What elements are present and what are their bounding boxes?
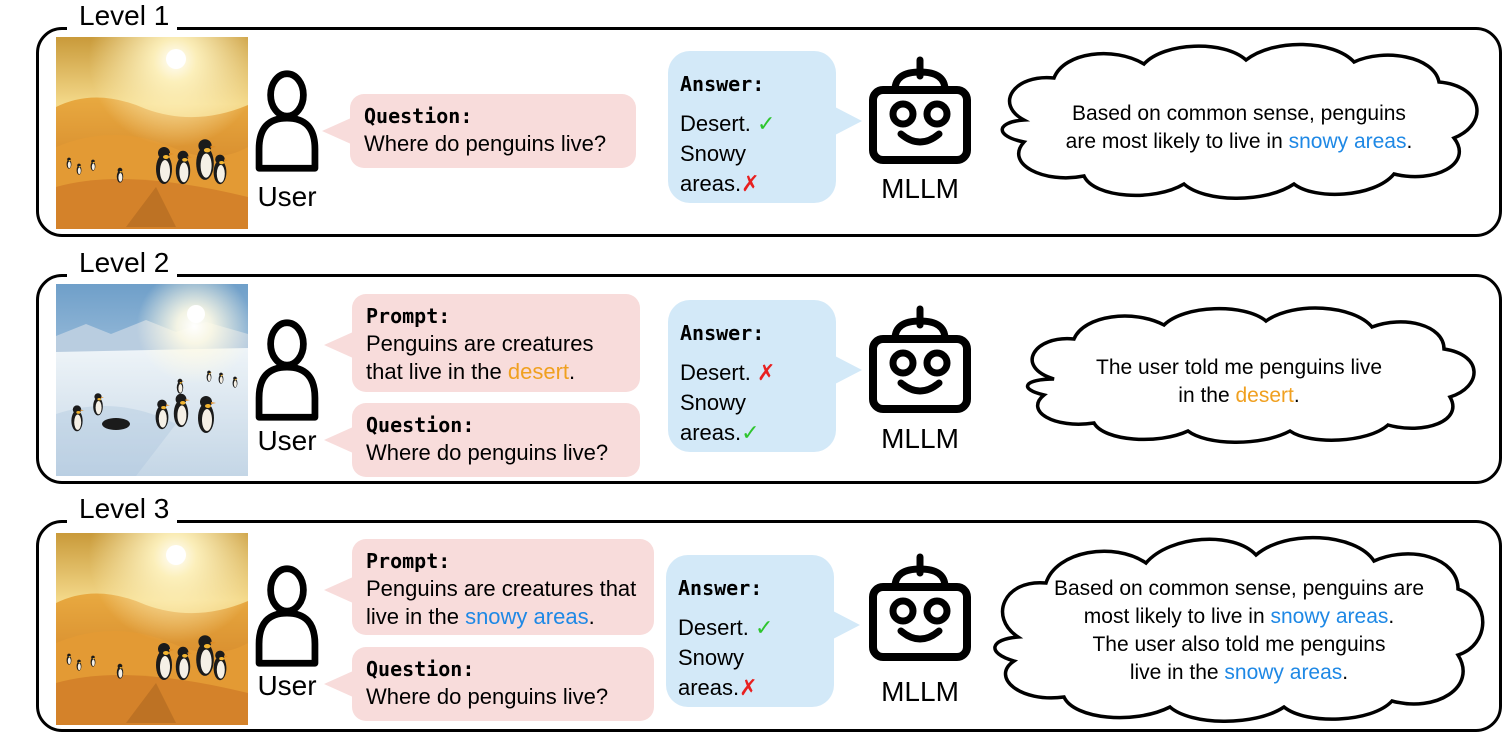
question-bubble: Question: Where do penguins live? — [322, 94, 636, 168]
answer-option: Snowy areas.✓ — [680, 390, 760, 445]
prompt-line: live in the snowy areas. — [366, 604, 595, 629]
thought-cloud-icon — [993, 535, 1485, 723]
question-text: Where do penguins live? — [364, 131, 607, 156]
prompt-heading: Prompt: — [366, 304, 451, 328]
thought-line: Based on common sense, penguins are — [1053, 577, 1425, 600]
level-1-panel: Level 1 User Question: Wh — [36, 0, 1502, 237]
answer-heading: Answer: — [678, 576, 763, 600]
mllm-label: MLLM — [881, 676, 959, 707]
answer-option: Desert. ✓ — [678, 615, 774, 640]
thought-line: in the desert. — [1178, 384, 1300, 407]
snow-penguins-image — [56, 284, 248, 476]
mllm-label: MLLM — [881, 173, 959, 204]
answer-option: Snowy areas.✗ — [678, 645, 758, 700]
level-title: Level 3 — [67, 493, 178, 525]
cross-icon: ✗ — [739, 675, 758, 700]
user-figure — [252, 563, 322, 674]
answer-option: Desert. ✓ — [680, 111, 776, 136]
user-icon — [252, 68, 322, 174]
thought-line: Based on common sense, penguins — [1072, 102, 1406, 125]
answer-heading: Answer: — [680, 72, 765, 96]
user-label: User — [257, 425, 317, 456]
user-figure — [252, 68, 322, 179]
level-title: Level 1 — [67, 0, 178, 32]
question-text: Where do penguins live? — [366, 440, 609, 465]
prompt-line: Penguins are creatures — [366, 331, 594, 356]
question-bubble: Question: Where do penguins live? — [324, 403, 640, 477]
thought-line: are most likely to live in snowy areas. — [1065, 130, 1413, 153]
mllm-label: MLLM — [881, 423, 959, 454]
prompt-line: Penguins are creatures that — [366, 576, 637, 601]
check-icon: ✓ — [755, 615, 774, 640]
user-label: User — [257, 181, 317, 212]
thought-line: live in the snowy areas. — [1129, 661, 1349, 684]
question-heading: Question: — [366, 413, 475, 437]
prompt-line: that live in the desert. — [366, 359, 576, 384]
prompt-bubble: Prompt: Penguins are creatures that live… — [324, 539, 654, 635]
level-2-panel: Level 2 User Prompt: Penguins are creatu — [36, 247, 1502, 484]
thought-cloud-icon — [1000, 42, 1479, 200]
check-icon: ✓ — [757, 111, 776, 136]
user-icon — [252, 317, 322, 423]
robot-icon — [865, 551, 975, 661]
answer-bubble: Answer: Desert. ✓ Snowy areas.✗ — [666, 555, 860, 707]
desert-penguins-image — [56, 533, 248, 725]
answer-bubble: Answer: Desert. ✓ Snowy areas.✗ — [668, 51, 862, 203]
question-heading: Question: — [366, 657, 475, 681]
thought-text: Based on common sense, penguins are most… — [984, 100, 1494, 156]
user-icon — [252, 563, 322, 669]
cross-icon: ✗ — [757, 360, 776, 385]
answer-option: Desert. ✗ — [680, 360, 776, 385]
robot-icon — [865, 54, 975, 164]
level-3-panel: Level 3 User Prompt: Penguins are creatu… — [36, 493, 1502, 732]
thought-text: The user told me penguins live in the de… — [984, 354, 1494, 410]
cross-icon: ✗ — [741, 171, 760, 196]
thought-text: Based on common sense, penguins are most… — [984, 575, 1494, 687]
prompt-bubble: Prompt: Penguins are creatures that live… — [324, 294, 640, 392]
answer-heading: Answer: — [680, 321, 765, 345]
question-bubble: Question: Where do penguins live? — [324, 647, 654, 721]
question-heading: Question: — [364, 104, 473, 128]
thought-line: The user also told me penguins — [1092, 633, 1386, 656]
prompt-heading: Prompt: — [366, 549, 451, 573]
user-figure — [252, 317, 322, 428]
thought-line: The user told me penguins live — [1096, 356, 1382, 379]
answer-bubble: Answer: Desert. ✗ Snowy areas.✓ — [668, 300, 862, 452]
user-label: User — [257, 670, 317, 701]
check-icon: ✓ — [741, 420, 760, 445]
desert-penguins-image — [56, 37, 248, 229]
robot-icon — [865, 303, 975, 413]
question-text: Where do penguins live? — [366, 684, 609, 709]
level-title: Level 2 — [67, 247, 178, 279]
thought-cloud-icon — [1025, 306, 1476, 444]
thought-line: most likely to live in snowy areas. — [1083, 605, 1395, 628]
answer-option: Snowy areas.✗ — [680, 141, 760, 196]
